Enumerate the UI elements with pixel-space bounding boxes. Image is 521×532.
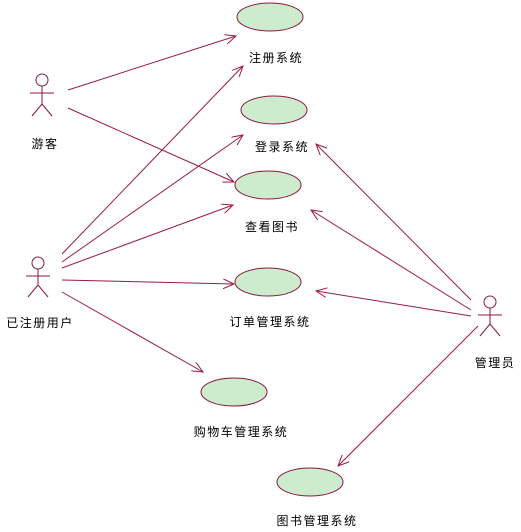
use-case-view-books-label: 查看图书 bbox=[245, 220, 299, 234]
actor-visitor bbox=[30, 73, 54, 117]
actor-admin bbox=[478, 295, 502, 337]
use-case-login-label: 登录系统 bbox=[255, 139, 309, 154]
use-case-cart-ellipse bbox=[200, 377, 268, 407]
actor-admin-head bbox=[483, 295, 497, 309]
assoc-user-login bbox=[61, 135, 243, 263]
assoc-user-view-books bbox=[61, 205, 233, 269]
actor-admin-label: 管理员 bbox=[475, 355, 516, 370]
use-case-cart-label: 购物车管理系统 bbox=[194, 424, 289, 439]
use-case-view-books-ellipse bbox=[234, 170, 302, 200]
assoc-user-orders bbox=[61, 280, 234, 284]
use-case-register-ellipse bbox=[236, 2, 304, 32]
actor-admin-right-leg bbox=[489, 323, 501, 337]
assoc-admin-login bbox=[316, 144, 472, 301]
actor-visitor-head bbox=[35, 73, 49, 87]
assoc-user-cart bbox=[61, 291, 203, 372]
actor-registered-user-right-leg bbox=[37, 284, 49, 298]
assoc-admin-book-mgmt bbox=[338, 325, 479, 466]
use-case-orders-label: 订单管理系统 bbox=[229, 314, 310, 329]
associations bbox=[61, 36, 479, 466]
actor-registered-user bbox=[26, 256, 50, 298]
actor-admin-left-leg bbox=[479, 323, 491, 337]
actor-registered-user-label: 已注册用户 bbox=[6, 315, 74, 330]
assoc-admin-orders bbox=[316, 291, 472, 317]
use-case-register-label: 注册系统 bbox=[249, 50, 303, 65]
actor-visitor-label: 游客 bbox=[31, 136, 58, 151]
use-case-book-mgmt-label: 图书管理系统 bbox=[276, 513, 357, 528]
use-case-orders-ellipse bbox=[234, 267, 302, 297]
assoc-visitor-view-books bbox=[67, 107, 234, 182]
use-cases bbox=[200, 2, 344, 497]
assoc-user-register bbox=[61, 66, 243, 255]
actor-visitor-right-leg bbox=[41, 103, 53, 117]
assoc-visitor-register bbox=[67, 36, 236, 91]
actor-registered-user-left-leg bbox=[27, 284, 39, 298]
actor-visitor-left-leg bbox=[31, 103, 43, 117]
actor-registered-user-head bbox=[31, 256, 45, 270]
use-case-login-ellipse bbox=[240, 95, 308, 125]
assoc-admin-view-books bbox=[311, 210, 472, 311]
use-case-book-mgmt-ellipse bbox=[276, 467, 344, 497]
